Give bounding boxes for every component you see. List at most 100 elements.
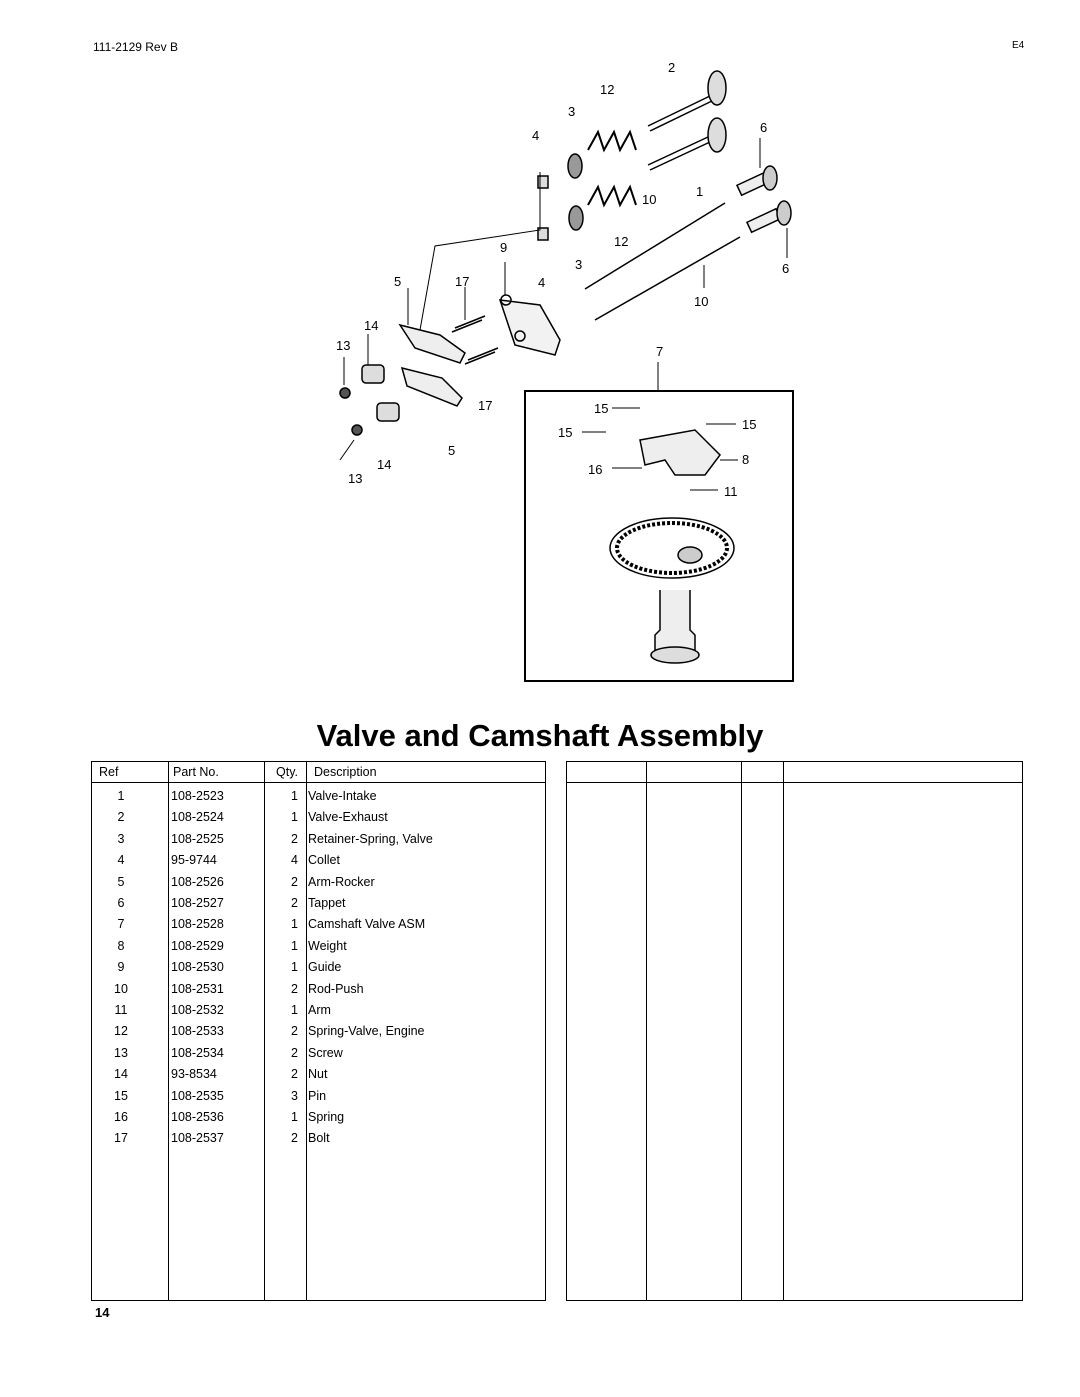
part-number-cell: 93-8534 bbox=[171, 1067, 217, 1082]
page-number: 14 bbox=[95, 1305, 110, 1320]
qty-cell: 1 bbox=[291, 938, 298, 953]
qty-cell: 2 bbox=[291, 981, 298, 996]
callout-14: 14 bbox=[364, 318, 378, 333]
part-number-cell: 108-2534 bbox=[171, 1045, 224, 1060]
callout-4b: 4 bbox=[538, 275, 545, 290]
ref-cell: 5 bbox=[117, 874, 125, 889]
table-row: 6 108-2527 2 Tappet bbox=[92, 896, 545, 917]
ref-cell: 3 bbox=[117, 831, 125, 846]
qty-cell: 2 bbox=[291, 896, 298, 910]
ref-cell: 13 bbox=[114, 1045, 128, 1060]
description-cell: Screw bbox=[308, 1045, 343, 1060]
qty-cell: 1 bbox=[291, 917, 298, 932]
callout-14b: 14 bbox=[377, 457, 391, 472]
qty-cell: 1 bbox=[291, 789, 298, 803]
description-cell: Spring-Valve, Engine bbox=[308, 1024, 425, 1039]
callout-6b: 6 bbox=[782, 261, 789, 276]
part-number-cell: 108-2535 bbox=[171, 1088, 224, 1103]
description-cell: Valve-Intake bbox=[308, 789, 377, 803]
ref-cell: 16 bbox=[114, 1110, 128, 1124]
description-cell: Rod-Push bbox=[308, 981, 364, 996]
callout-5b: 5 bbox=[448, 443, 455, 458]
ref-cell: 9 bbox=[117, 960, 125, 975]
part-number-cell: 108-2537 bbox=[171, 1131, 224, 1146]
header-description: Description bbox=[314, 765, 377, 779]
callout-4: 4 bbox=[532, 128, 539, 143]
callout-16: 16 bbox=[588, 462, 602, 477]
ref-cell: 12 bbox=[114, 1024, 128, 1039]
valve-camshaft-diagram: 2 12 3 4 6 1 10 12 9 3 6 5 17 4 10 14 13… bbox=[336, 60, 794, 682]
description-cell: Nut bbox=[308, 1067, 328, 1082]
header-part-no: Part No. bbox=[173, 765, 219, 779]
description-cell: Spring bbox=[308, 1110, 345, 1124]
qty-cell: 1 bbox=[291, 960, 298, 975]
part-number-cell: 108-2524 bbox=[171, 810, 224, 825]
part-number-cell: 108-2532 bbox=[171, 1003, 224, 1017]
callout-10: 10 bbox=[642, 192, 656, 207]
callout-10b: 10 bbox=[694, 294, 708, 309]
callout-15b: 15 bbox=[558, 425, 572, 440]
callout-11: 11 bbox=[724, 484, 738, 499]
callout-15c: 15 bbox=[742, 417, 756, 432]
callout-12: 12 bbox=[600, 82, 614, 97]
callout-7: 7 bbox=[656, 344, 663, 359]
camshaft-detail-box bbox=[524, 390, 794, 682]
ref-cell: 7 bbox=[117, 917, 125, 932]
qty-cell: 3 bbox=[291, 1088, 298, 1103]
part-number-cell: 108-2527 bbox=[171, 896, 224, 910]
empty-parts-table bbox=[566, 761, 1023, 1301]
description-cell: Collet bbox=[308, 853, 340, 868]
callout-13: 13 bbox=[336, 338, 350, 353]
tappet-upper bbox=[735, 165, 778, 197]
qty-cell: 2 bbox=[291, 831, 298, 846]
header-qty: Qty. bbox=[276, 765, 298, 779]
ref-cell: 10 bbox=[114, 981, 128, 996]
description-cell: Arm-Rocker bbox=[308, 874, 375, 889]
callout-15: 15 bbox=[594, 401, 608, 416]
description-cell: Bolt bbox=[308, 1131, 330, 1146]
callout-9: 9 bbox=[500, 240, 507, 255]
table-row: 13 108-2534 2 Screw bbox=[92, 1046, 545, 1067]
description-cell: Retainer-Spring, Valve bbox=[308, 831, 433, 846]
part-number-cell: 108-2531 bbox=[171, 981, 224, 996]
description-cell: Arm bbox=[308, 1003, 331, 1017]
ref-cell: 6 bbox=[117, 896, 125, 910]
valve-spring-upper bbox=[587, 129, 637, 153]
qty-cell: 2 bbox=[291, 1045, 298, 1060]
callout-17: 17 bbox=[455, 274, 469, 289]
callout-3b: 3 bbox=[575, 257, 582, 272]
part-number-cell: 108-2529 bbox=[171, 938, 224, 953]
description-cell: Guide bbox=[308, 960, 342, 975]
callout-1: 1 bbox=[696, 184, 703, 199]
qty-cell: 2 bbox=[291, 1131, 298, 1146]
qty-cell: 2 bbox=[291, 1024, 298, 1039]
weight-plate bbox=[639, 429, 721, 476]
part-number-cell: 108-2525 bbox=[171, 831, 224, 846]
callout-3: 3 bbox=[568, 104, 575, 119]
header-ref: Ref bbox=[99, 765, 119, 779]
tappet-lower bbox=[745, 200, 792, 234]
ref-cell: 2 bbox=[117, 810, 125, 825]
description-cell: Tappet bbox=[308, 896, 346, 910]
ref-cell: 1 bbox=[117, 789, 125, 803]
table-row: 10 108-2531 2 Rod-Push bbox=[92, 982, 545, 1003]
page-code: E4 bbox=[1012, 40, 1025, 51]
callout-6: 6 bbox=[760, 120, 767, 135]
ref-cell: 14 bbox=[114, 1067, 128, 1082]
callout-12b: 12 bbox=[614, 234, 628, 249]
part-number-cell: 108-2536 bbox=[171, 1110, 224, 1124]
description-cell: Pin bbox=[308, 1088, 327, 1103]
description-cell: Weight bbox=[308, 938, 347, 953]
